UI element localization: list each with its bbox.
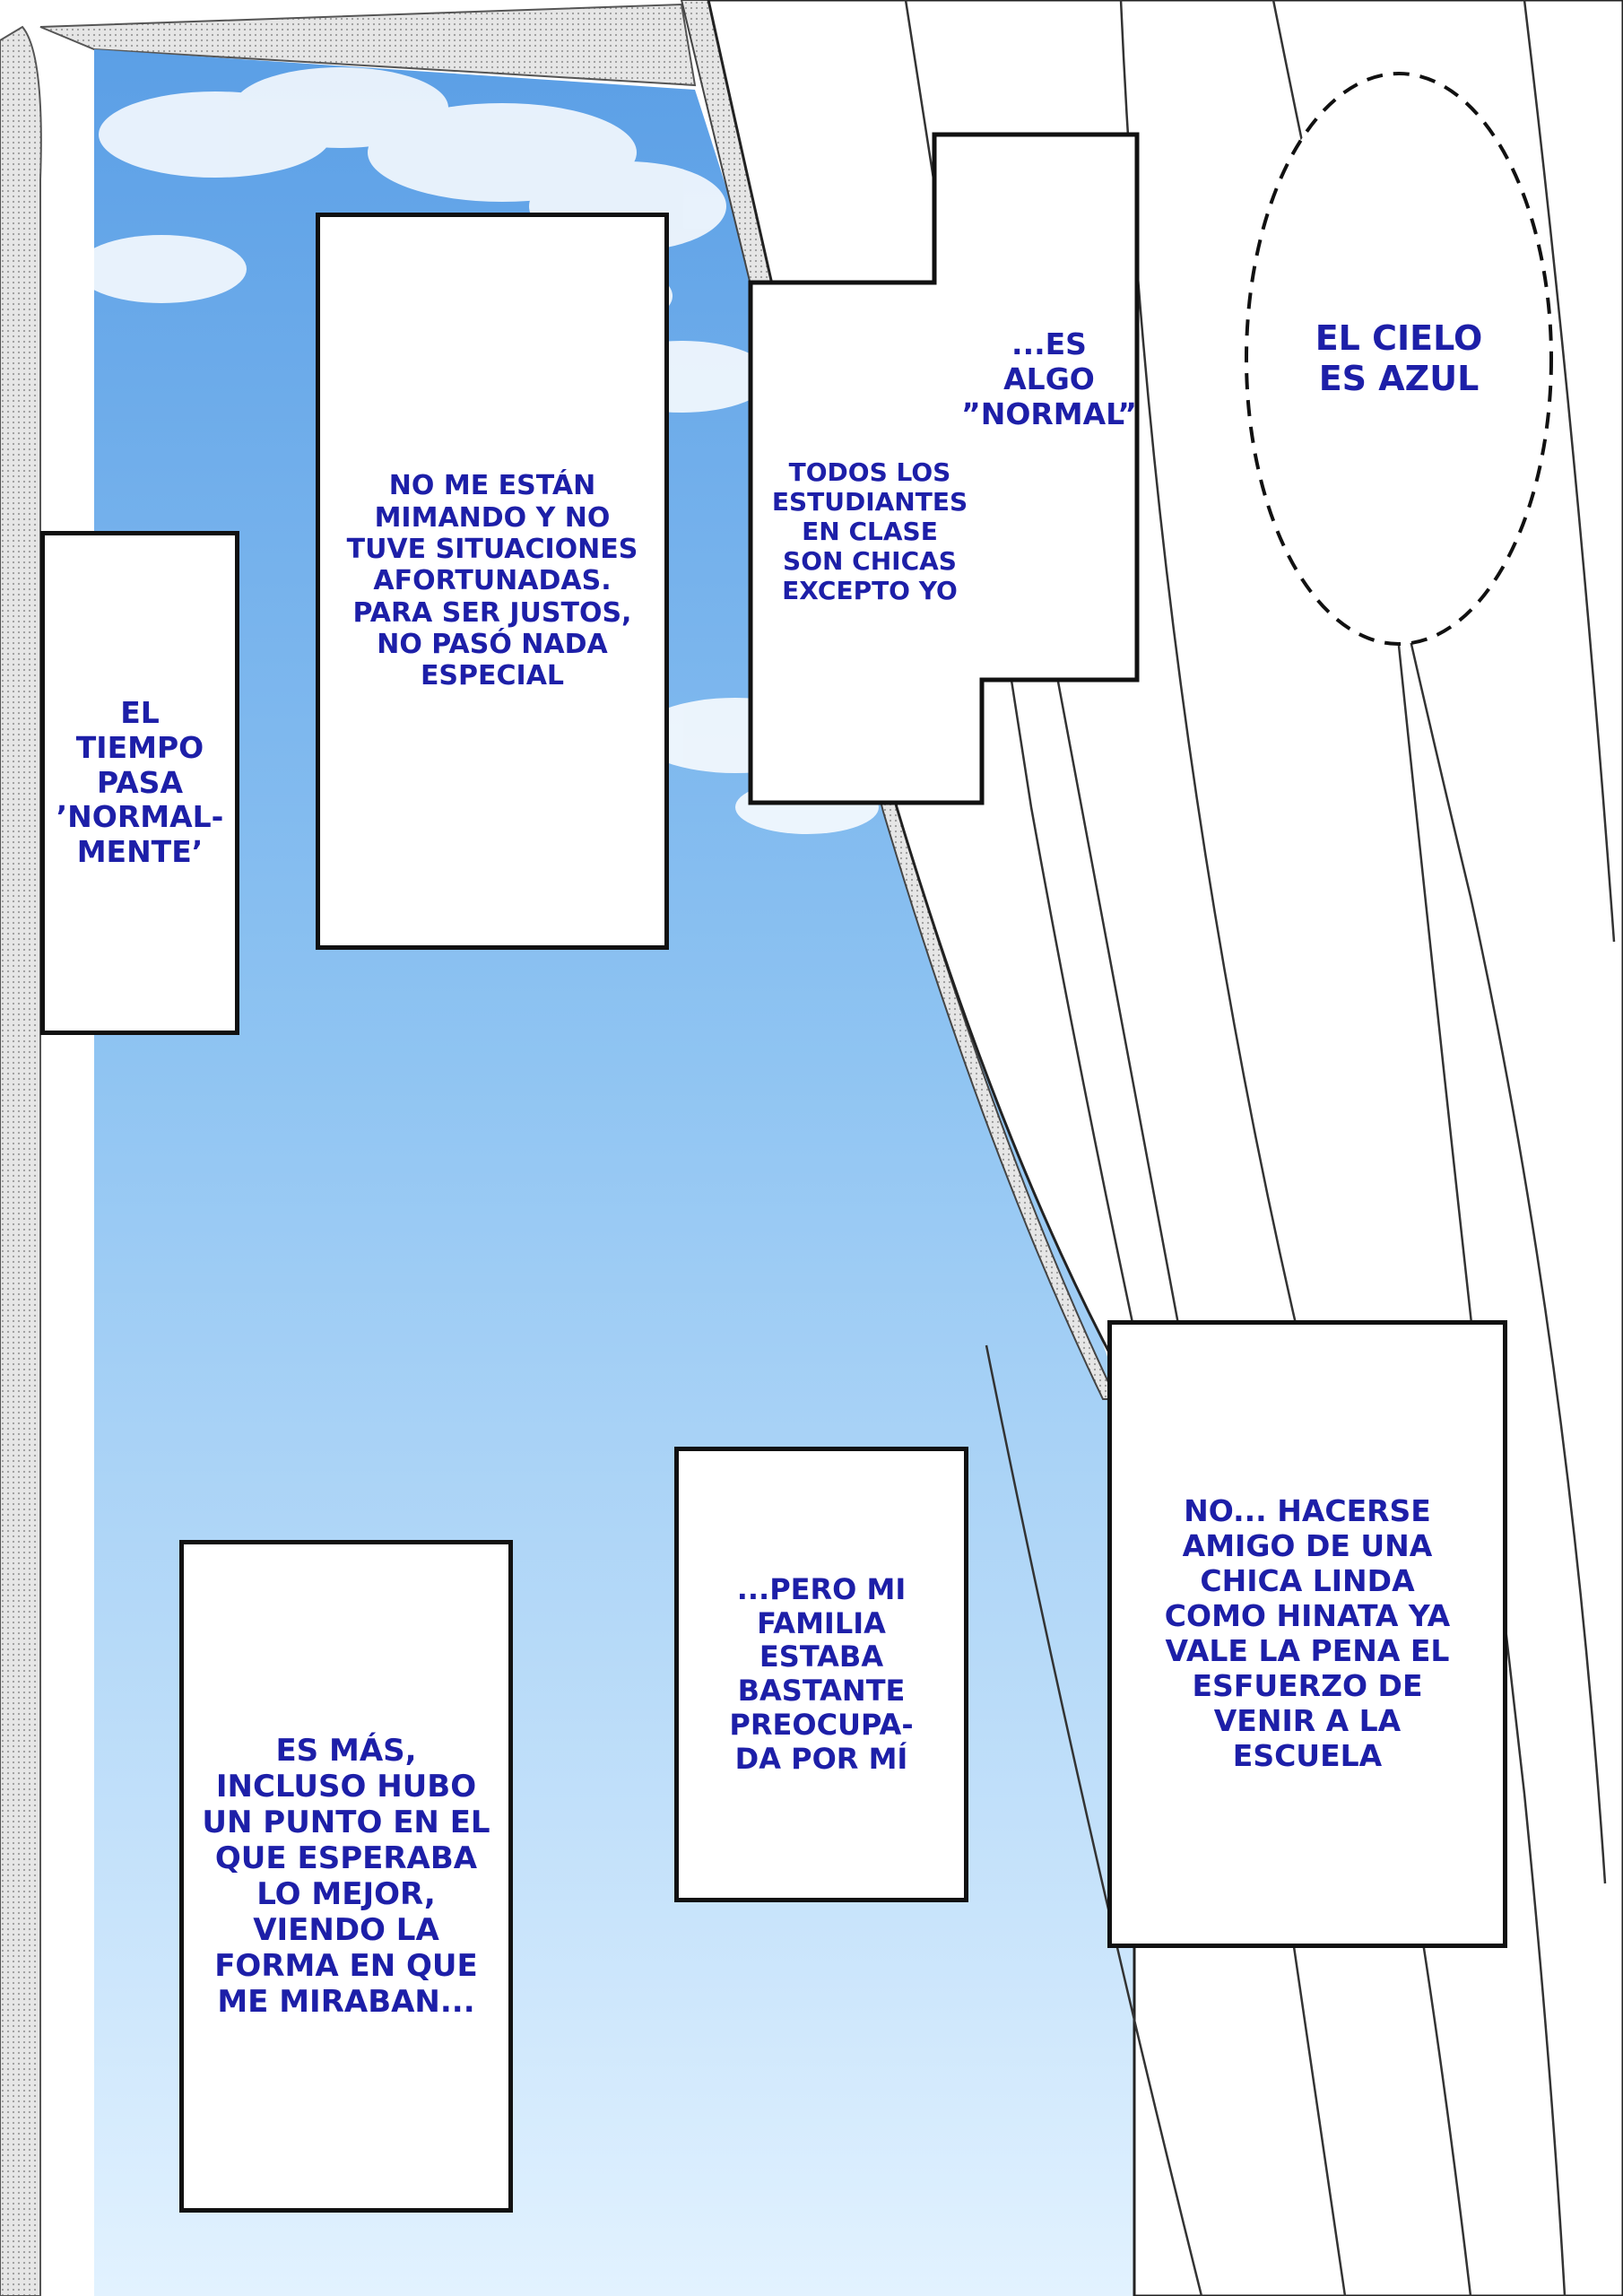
caption-text-normal: ...ES ALGO ”NORMAL” xyxy=(961,326,1137,431)
caption-text-estudiantes: TODOS LOS ESTUDIANTES EN CLASE SON CHICA… xyxy=(771,457,968,606)
caption-text-familia: ...PERO MI FAMILIA ESTABA BASTANTE PREOC… xyxy=(729,1571,914,1776)
window-frame-top xyxy=(39,3,697,87)
caption-text-hinata: NO... HACERSE AMIGO DE UNA CHICA LINDA C… xyxy=(1164,1493,1451,1773)
caption-text-es-mas: ES MÁS, INCLUSO HUBO UN PUNTO EN EL QUE … xyxy=(202,1732,490,2021)
thought-bubble xyxy=(1245,72,1553,646)
caption-box-tiempo: EL TIEMPO PASA ’NORMAL- MENTE’ xyxy=(40,531,239,1035)
caption-text-mimando: NO ME ESTÁN MIMANDO Y NO TUVE SITUACIONE… xyxy=(346,470,638,692)
caption-box-hinata: NO... HACERSE AMIGO DE UNA CHICA LINDA C… xyxy=(1107,1320,1507,1948)
caption-box-mimando: NO ME ESTÁN MIMANDO Y NO TUVE SITUACIONE… xyxy=(316,213,669,950)
thought-text-cielo: EL CIELO ES AZUL xyxy=(1315,318,1483,398)
caption-box-l-shape xyxy=(748,132,1140,805)
caption-text-tiempo: EL TIEMPO PASA ’NORMAL- MENTE’ xyxy=(56,694,224,870)
caption-box-familia: ...PERO MI FAMILIA ESTABA BASTANTE PREOC… xyxy=(674,1447,968,1902)
caption-box-es-mas: ES MÁS, INCLUSO HUBO UN PUNTO EN EL QUE … xyxy=(179,1540,513,2213)
window-frame-left xyxy=(0,25,42,2296)
